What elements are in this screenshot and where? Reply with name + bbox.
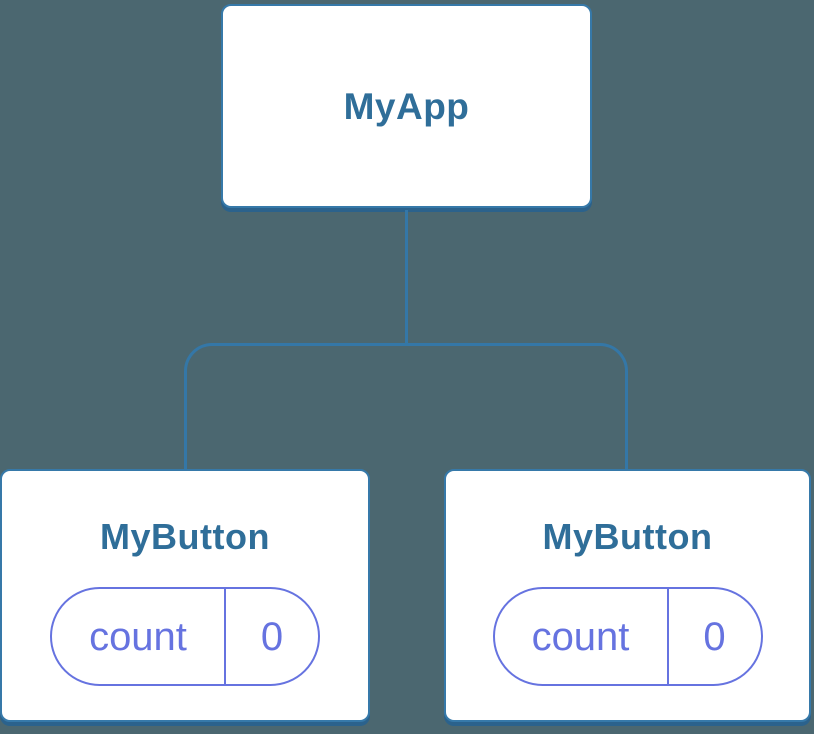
- component-node-mybutton-1: MyButton count 0: [0, 469, 370, 722]
- state-key-2: count: [495, 589, 669, 684]
- state-pill-2: count 0: [492, 587, 763, 686]
- component-node-myapp: MyApp: [221, 4, 592, 208]
- state-key-1: count: [52, 589, 226, 684]
- connector-bracket: [184, 343, 628, 469]
- state-pill-1: count 0: [50, 587, 320, 686]
- component-label-myapp: MyApp: [343, 85, 470, 127]
- component-node-mybutton-2: MyButton count 0: [444, 469, 811, 722]
- state-value-2: 0: [703, 614, 726, 659]
- component-label-mybutton-2: MyButton: [542, 516, 713, 557]
- state-value-1: 0: [260, 614, 284, 659]
- component-label-mybutton-1: MyButton: [100, 516, 270, 557]
- connector-stem: [405, 210, 408, 346]
